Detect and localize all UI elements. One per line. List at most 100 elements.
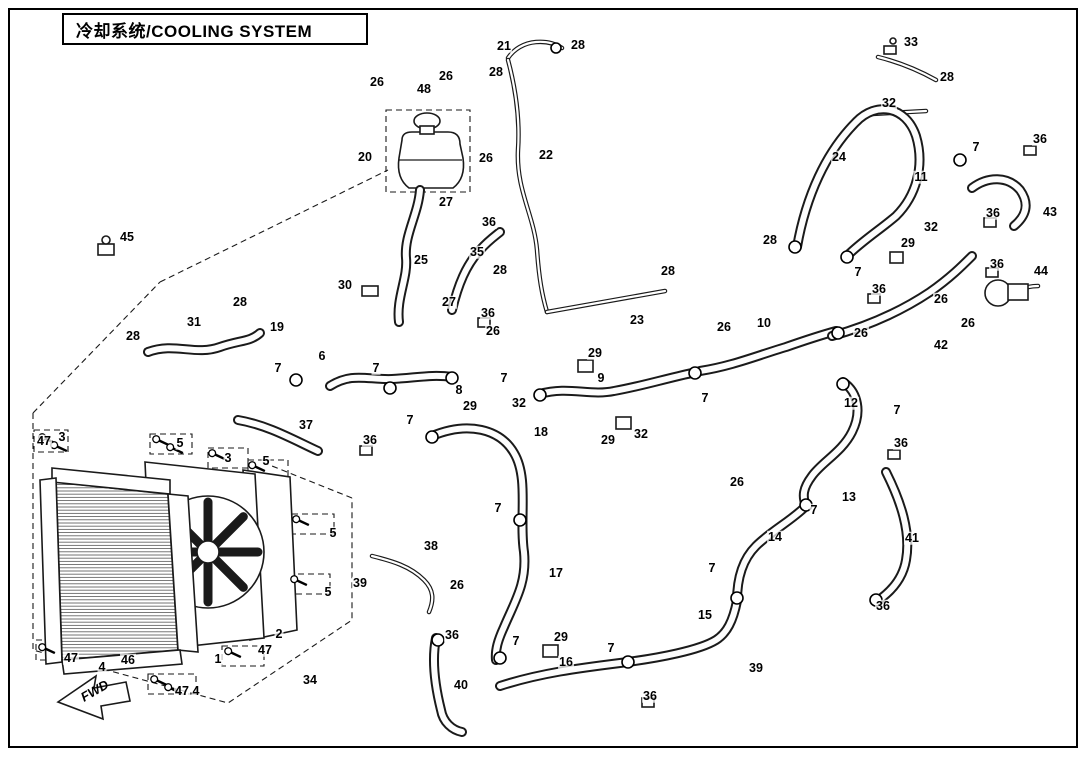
callout-label: 36 <box>362 432 378 447</box>
callout-label: 7 <box>405 412 415 427</box>
callout-label: 7 <box>493 500 503 515</box>
callout-label: 36 <box>985 205 1001 220</box>
callout-label: 16 <box>558 654 574 669</box>
callout-label: 7 <box>971 139 981 154</box>
callout-label: 26 <box>369 74 385 89</box>
callout-label: 7 <box>273 360 283 375</box>
callout-label: 28 <box>762 232 778 247</box>
callout-label: 29 <box>587 345 603 360</box>
callout-label: 40 <box>453 677 469 692</box>
callout-label: 7 <box>853 264 863 279</box>
callout-label: 43 <box>1042 204 1058 219</box>
callout-label: 35 <box>469 244 485 259</box>
callout-label: 12 <box>843 395 859 410</box>
callout-label: 26 <box>438 68 454 83</box>
callout-label: 20 <box>357 149 373 164</box>
callout-label: 47 <box>36 433 52 448</box>
callout-label: 36 <box>875 598 891 613</box>
callout-label: 18 <box>533 424 549 439</box>
callout-label: 7 <box>499 370 509 385</box>
callout-label: 29 <box>462 398 478 413</box>
callout-label: 7 <box>892 402 902 417</box>
callout-label: 7 <box>707 560 717 575</box>
callout-label: 32 <box>923 219 939 234</box>
callout-label: 33 <box>903 34 919 49</box>
callout-label: 5 <box>323 584 333 599</box>
callout-label: 29 <box>600 432 616 447</box>
callout-label: 26 <box>478 150 494 165</box>
callout-label: 30 <box>337 277 353 292</box>
callout-label: 28 <box>125 328 141 343</box>
callout-label: 26 <box>729 474 745 489</box>
callout-label: 36 <box>893 435 909 450</box>
callout-label: 28 <box>492 262 508 277</box>
callout-label: 7 <box>809 502 819 517</box>
callout-label: 28 <box>660 263 676 278</box>
callout-label: 28 <box>939 69 955 84</box>
callout-label: 28 <box>488 64 504 79</box>
callout-label: 36 <box>481 214 497 229</box>
callout-label: 26 <box>853 325 869 340</box>
callout-label: 5 <box>261 453 271 468</box>
callout-label: 22 <box>538 147 554 162</box>
callout-label: 17 <box>548 565 564 580</box>
callout-label: 37 <box>298 417 314 432</box>
callout-label: 48 <box>416 81 432 96</box>
callout-label: 36 <box>642 688 658 703</box>
callout-label: 21 <box>496 38 512 53</box>
callout-label: 7 <box>511 633 521 648</box>
callout-label: 27 <box>438 194 454 209</box>
callout-label: 32 <box>881 95 897 110</box>
callout-label: 39 <box>748 660 764 675</box>
callout-label: 47 <box>63 650 79 665</box>
callout-label: 28 <box>232 294 248 309</box>
callout-label: 34 <box>302 672 318 687</box>
callout-label: 3 <box>223 450 233 465</box>
callout-label: 26 <box>960 315 976 330</box>
callout-label: 41 <box>904 530 920 545</box>
callout-label: 29 <box>553 629 569 644</box>
callout-label: 36 <box>480 305 496 320</box>
callout-label: 24 <box>831 149 847 164</box>
callout-label: 23 <box>629 312 645 327</box>
callout-label: 45 <box>119 229 135 244</box>
callout-label: 31 <box>186 314 202 329</box>
callout-label: 3 <box>57 429 67 444</box>
callout-label: 5 <box>175 435 185 450</box>
callout-label: 15 <box>697 607 713 622</box>
callout-label: 28 <box>570 37 586 52</box>
callout-label: 10 <box>756 315 772 330</box>
callout-label: 4 <box>191 683 201 698</box>
callout-label: 26 <box>485 323 501 338</box>
callout-label: 19 <box>269 319 285 334</box>
callout-label: 26 <box>449 577 465 592</box>
callout-label: 7 <box>371 360 381 375</box>
title-box: 冷却系统/COOLING SYSTEM <box>62 13 368 45</box>
callout-label: 46 <box>120 652 136 667</box>
callout-label: 7 <box>606 640 616 655</box>
callout-label: 25 <box>413 252 429 267</box>
callout-label: 1 <box>213 651 223 666</box>
callout-label: 26 <box>933 291 949 306</box>
callout-label: 47 <box>174 683 190 698</box>
callout-label: 26 <box>716 319 732 334</box>
callout-label: 27 <box>441 294 457 309</box>
callout-label: 9 <box>596 370 606 385</box>
callout-label: 5 <box>328 525 338 540</box>
callout-label: 8 <box>454 382 464 397</box>
hose-clamps <box>289 42 967 669</box>
callout-label: 36 <box>444 627 460 642</box>
expansion-tank-icon <box>397 112 465 196</box>
callout-label: 4 <box>97 659 107 674</box>
callout-label: 13 <box>841 489 857 504</box>
small-parts <box>36 37 1037 708</box>
callout-label: 29 <box>900 235 916 250</box>
callout-label: 32 <box>511 395 527 410</box>
callout-label: 36 <box>871 281 887 296</box>
callout-label: 32 <box>633 426 649 441</box>
page-title: 冷却系统/COOLING SYSTEM <box>76 21 313 41</box>
callout-label: 2 <box>274 626 284 641</box>
callout-label: 36 <box>1032 131 1048 146</box>
